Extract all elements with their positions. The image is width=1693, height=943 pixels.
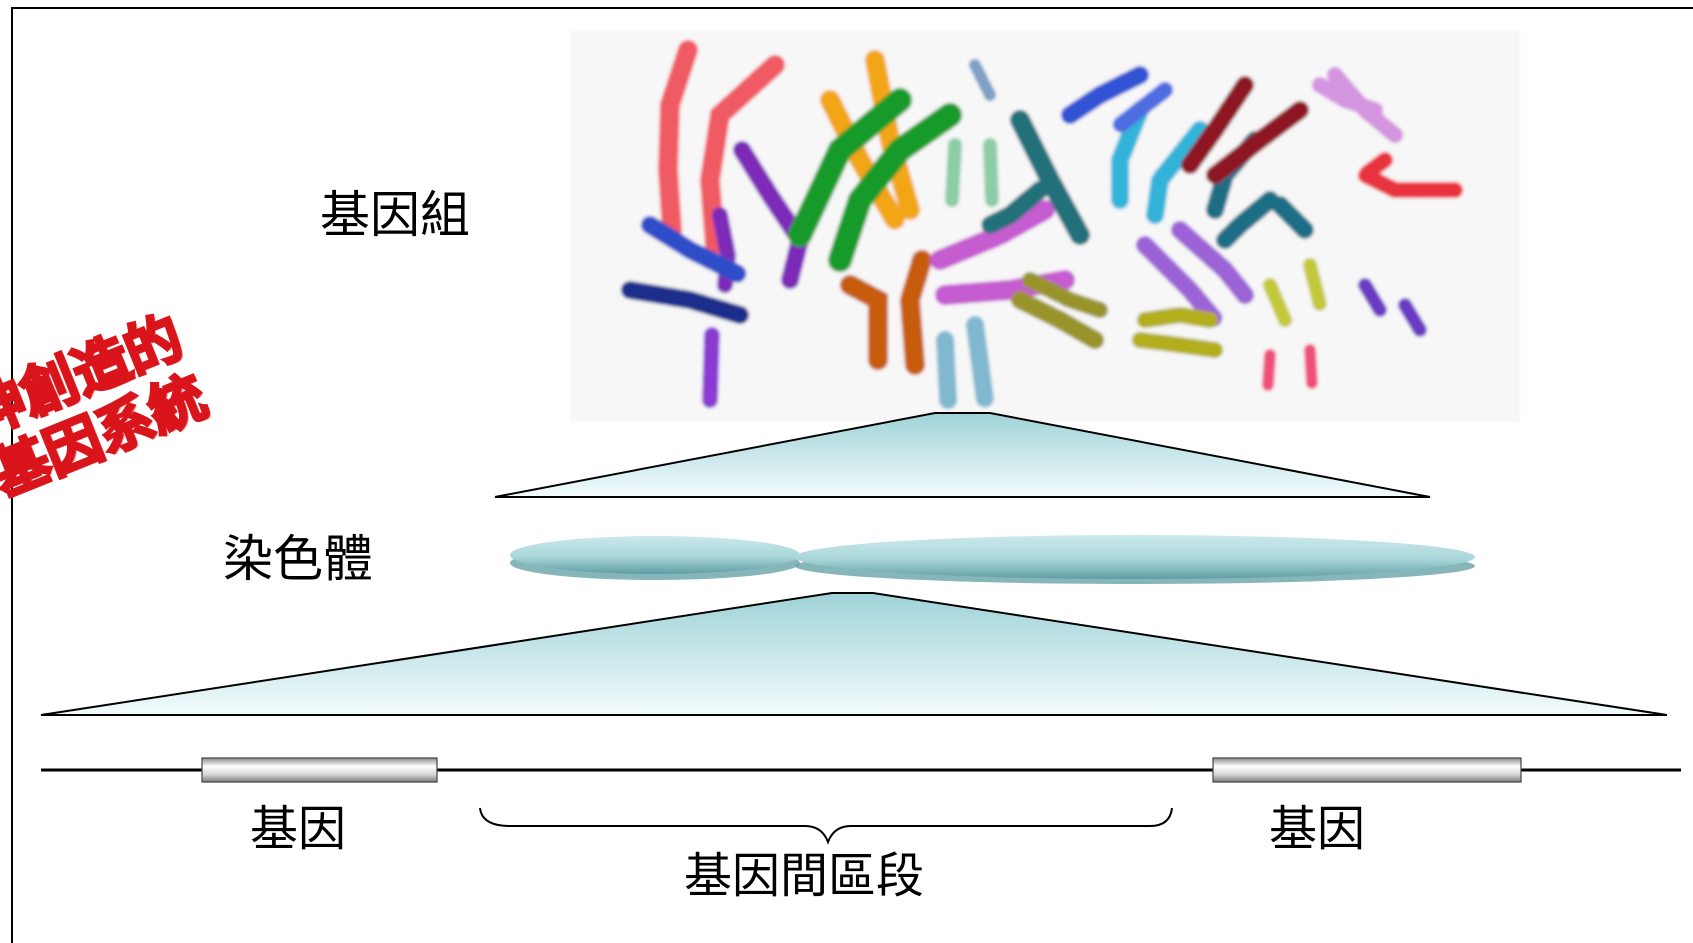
chromosome-label: 染色體: [223, 530, 373, 588]
gene-label-left: 基因: [250, 801, 347, 857]
zoom-wedge-upper: [494, 412, 1431, 498]
chromosome-shape: [510, 535, 1475, 584]
intergenic-brace: [479, 807, 1173, 845]
gene-bar-left: [201, 757, 438, 783]
intergenic-region-label: 基因間區段: [684, 848, 925, 904]
zoom-wedge-lower: [40, 592, 1668, 716]
gene-label-right: 基因: [1269, 801, 1366, 857]
karyotype-chromosomes-image: [570, 30, 1520, 422]
genome-label: 基因組: [320, 186, 470, 244]
gene-bar-right: [1212, 757, 1522, 783]
slide-frame: [11, 7, 1693, 943]
